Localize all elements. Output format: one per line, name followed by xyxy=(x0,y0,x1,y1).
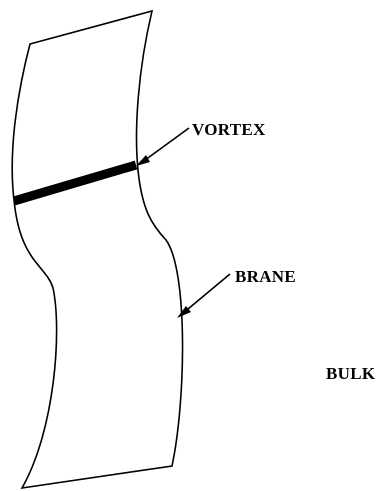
brane-sheet xyxy=(12,11,182,488)
vortex-pointer-arrowhead xyxy=(136,155,150,166)
bulk-label: BULK xyxy=(326,364,376,383)
vortex-line xyxy=(14,165,136,201)
vortex-pointer-line xyxy=(141,128,189,163)
brane-label: BRANE xyxy=(235,267,296,286)
vortex-label: VORTEX xyxy=(192,120,266,139)
brane-pointer-line xyxy=(182,274,230,314)
